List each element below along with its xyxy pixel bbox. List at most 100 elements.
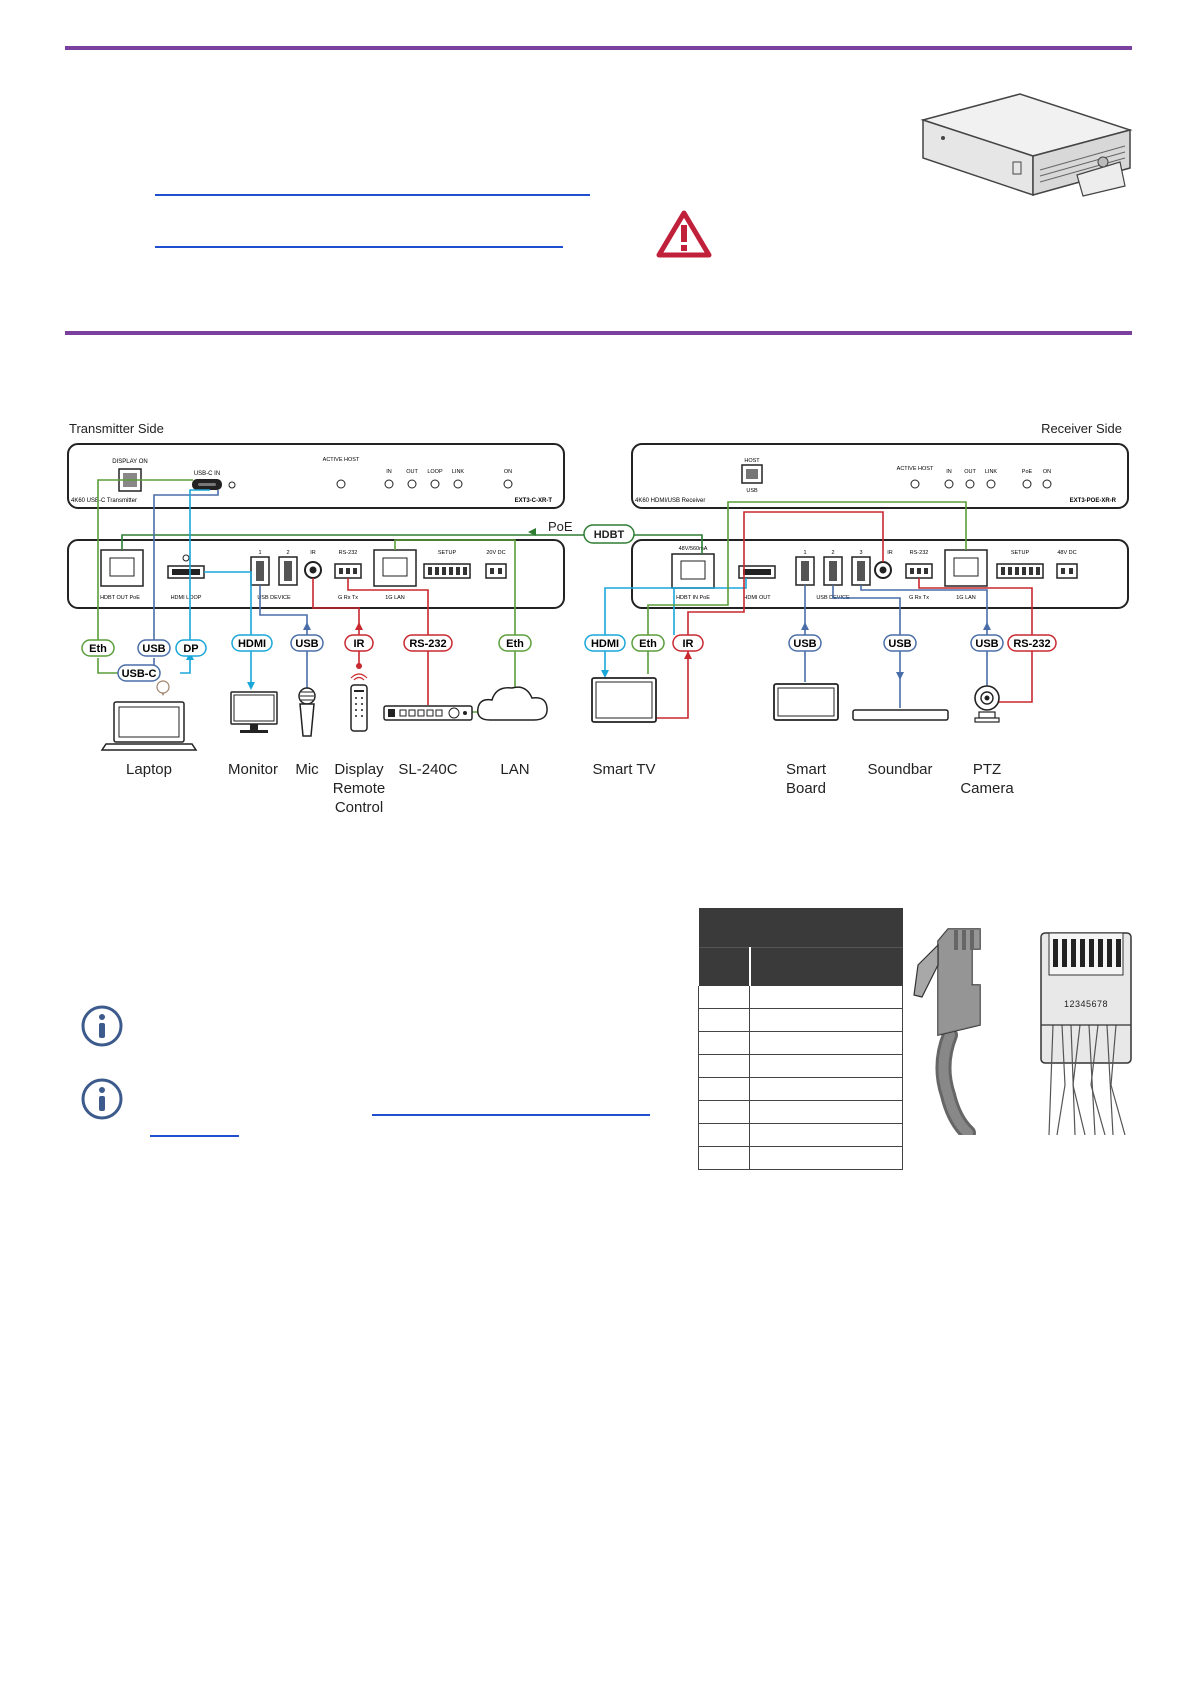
rx-power-port — [1056, 563, 1078, 579]
link-underline-1[interactable] — [155, 194, 590, 196]
tx-eth-tag-label: Eth — [89, 643, 107, 655]
rx-led-link-label: LINK — [985, 469, 998, 475]
poe-link-label: PoE — [548, 519, 573, 534]
tx-lan-eth-tag-label: Eth — [506, 638, 524, 650]
tx-usbc-dp-link — [180, 656, 191, 674]
tx-ir-cable — [312, 578, 360, 635]
tx-on-led — [503, 479, 513, 489]
rx-eth-tag-label: Eth — [639, 638, 657, 650]
tx-dp-cable — [189, 489, 210, 648]
ptz-camera-label-line-1: PTZ — [973, 761, 1001, 778]
tx-eth-cable — [97, 479, 193, 648]
tx-usb-tag — [137, 639, 171, 657]
table-row — [698, 1100, 903, 1124]
tx-power-label: 20V DC — [486, 550, 505, 556]
rx-led-out — [965, 479, 975, 489]
link-underline-2[interactable] — [155, 246, 563, 248]
smart-tv-label: Smart TV — [592, 761, 655, 778]
monitor-icon — [230, 691, 278, 733]
rx-ir-label: IR — [887, 550, 893, 556]
rx-lan-port — [944, 549, 988, 587]
tx-usbc-label: USB-C IN — [194, 471, 220, 477]
smart-board-label-line-1: Smart — [786, 761, 827, 778]
tx-display-on-label: DISPLAY ON — [112, 459, 147, 465]
rx-usb-port-1-num: 1 — [803, 550, 806, 556]
info-link-underline-1[interactable] — [372, 1114, 650, 1116]
rx-rs232-pins: G Rx Tx — [909, 595, 929, 601]
rx-ir-tag-label: IR — [683, 638, 694, 650]
tx-led-out-label: OUT — [406, 469, 418, 475]
top-rule — [65, 46, 1132, 50]
tx-on-label: ON — [504, 469, 512, 475]
tx-usb-mic-tag-label: USB — [295, 638, 318, 650]
table-row — [698, 1008, 903, 1032]
tx-led-loop-label: LOOP — [427, 469, 443, 475]
rx-power-label: 48V DC — [1057, 550, 1076, 556]
tx-rs232-pins: G Rx Tx — [338, 595, 358, 601]
rx-rs232-tag — [1007, 634, 1057, 652]
tx-hdmi-tag-label: HDMI — [238, 638, 266, 650]
rx-poe-label: PoE — [1022, 469, 1033, 475]
tx-usb-cable — [153, 490, 219, 648]
tx-setup-label: SETUP — [438, 550, 457, 556]
table-row — [698, 1123, 903, 1147]
tx-lan-eth-tag — [498, 634, 532, 652]
sl240c-label: SL-240C — [398, 761, 457, 778]
rx-rs232-tag-label: RS-232 — [1013, 638, 1050, 650]
rx-usb-sound-tag — [883, 634, 917, 652]
rx-usb-cam-tag-label: USB — [975, 638, 998, 650]
tx-hdbt-out-label: HDBT OUT PoE — [100, 595, 140, 601]
pin-table — [698, 908, 903, 1170]
rx-hdbt-in-label: HDBT IN PoE — [676, 595, 710, 601]
laptop-label: Laptop — [126, 761, 172, 778]
rx-usb-label: USB — [746, 488, 758, 494]
tx-usbc-tag-label: USB-C — [122, 668, 157, 680]
mic-label: Mic — [295, 761, 319, 778]
rx-rs232-label: RS-232 — [910, 550, 929, 556]
rx-usb-port-2-num: 2 — [831, 550, 834, 556]
tx-led-in-label: IN — [386, 469, 392, 475]
laptop-icon — [100, 701, 198, 751]
table-row — [698, 986, 903, 1009]
mic-icon — [298, 687, 316, 737]
tx-dp-tag — [175, 639, 207, 657]
rx-ir-cable — [687, 511, 884, 635]
lan-cloud-icon — [477, 686, 548, 721]
tx-ir-tag-label: IR — [354, 638, 365, 650]
pin-table-col-pin — [698, 947, 751, 986]
tx-model-desc: 4K60 USB-C Transmitter — [71, 498, 137, 504]
product-image — [920, 93, 1133, 197]
rx-model: EXT3-POE-XR-R — [1070, 498, 1117, 504]
info-link-underline-2[interactable] — [150, 1135, 239, 1137]
remote-label-line-3: Control — [335, 799, 383, 816]
rx-on-label: ON — [1043, 469, 1051, 475]
rx-usb-sound-tag-label: USB — [888, 638, 911, 650]
rx-poe-spec: 48V/560mA — [679, 546, 708, 552]
remote-label-line-1: Display — [334, 761, 384, 778]
table-row — [698, 1077, 903, 1101]
soundbar-icon — [852, 709, 949, 721]
rx-hdmi-out-label: HDMI OUT — [743, 595, 771, 601]
remote-icon — [350, 663, 368, 732]
rx-host-label: HOST — [744, 458, 760, 464]
tx-led-loop — [430, 479, 440, 489]
rj45-pin-numbers: 12345678 — [1064, 999, 1108, 1009]
sl240c-icon — [383, 705, 473, 721]
rx-usb-port-3-num: 3 — [859, 550, 862, 556]
rj45-side-view-image — [913, 928, 981, 1135]
rx-hdmi-tag-link — [604, 587, 674, 635]
tx-active-host-label: ACTIVE HOST — [323, 457, 360, 463]
warning-icon — [656, 210, 712, 258]
connection-diagram: DISPLAY ON 4K60 USB-C Transmitter USB-C … — [67, 443, 1129, 816]
tx-power-port — [485, 563, 507, 579]
tx-hdmi-tag — [231, 634, 273, 652]
section-rule — [65, 331, 1132, 335]
tx-model: EXT3-C-XR-T — [515, 498, 553, 504]
tx-hdmi-loop-label: HDMI LOOP — [171, 595, 202, 601]
tx-usb-port-2-num: 2 — [286, 550, 289, 556]
tx-rs232-tag-label: RS-232 — [409, 638, 446, 650]
rx-setup-label: SETUP — [1011, 550, 1030, 556]
smart-board-icon — [773, 683, 839, 721]
tx-rs232-cable — [347, 578, 429, 635]
smart-tv-icon — [591, 677, 657, 723]
